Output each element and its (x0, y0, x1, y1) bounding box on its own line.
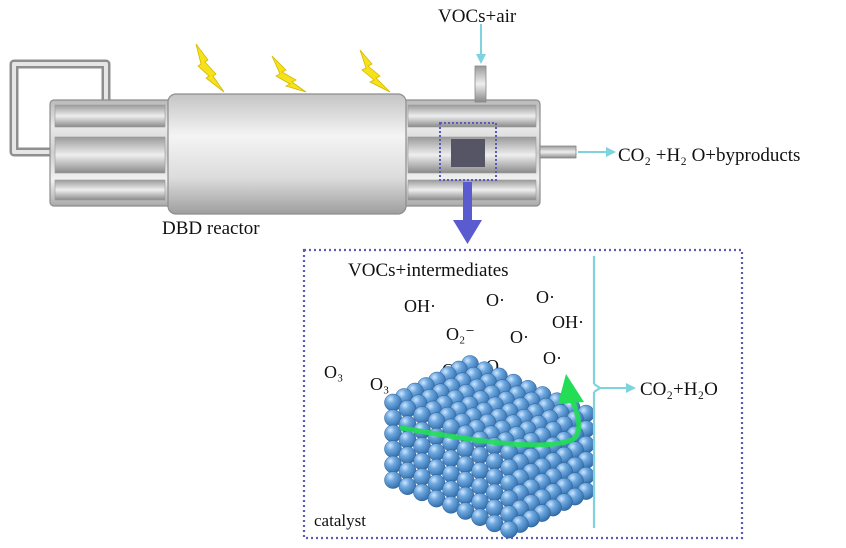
co2-h2o-label: CO₂+H₂O (640, 379, 718, 400)
catalyst-sphere-icon (500, 520, 518, 539)
reactor-label: DBD reactor (162, 218, 260, 239)
reaction-arrow (399, 374, 584, 448)
species-o: O· (486, 290, 505, 310)
species-oh: OH· (404, 296, 436, 316)
catalyst-block (384, 355, 595, 539)
products-bracket (592, 256, 602, 528)
lightning-icon (359, 49, 391, 93)
outlet-products-label: CO₂ +H₂ O+byproducts (618, 145, 800, 166)
species-o: O· (536, 287, 555, 307)
catalyst-bed-marker (451, 139, 485, 167)
outer-electrode-sleeve (167, 93, 407, 215)
species-o2-minus: O₂⁻ (446, 324, 475, 344)
species-o: O· (543, 348, 562, 368)
species-oh: OH· (552, 312, 584, 332)
catalyst-label: catalyst (314, 511, 366, 530)
species-o3: O₃ (324, 362, 343, 382)
catalyst-zoom-box (439, 122, 497, 181)
species-o: O· (510, 327, 529, 347)
outlet-port (539, 145, 577, 159)
inlet-port (474, 65, 487, 103)
catalyst-detail-panel (302, 248, 744, 540)
lightning-icon (195, 43, 225, 93)
zoom-arrow (453, 182, 482, 244)
species-o3: O₃ (370, 374, 389, 394)
inlet-label: VOCs+air (438, 6, 517, 27)
lightning-icon (271, 55, 307, 93)
vocs-intermediates-label: VOCs+intermediates (348, 260, 509, 281)
